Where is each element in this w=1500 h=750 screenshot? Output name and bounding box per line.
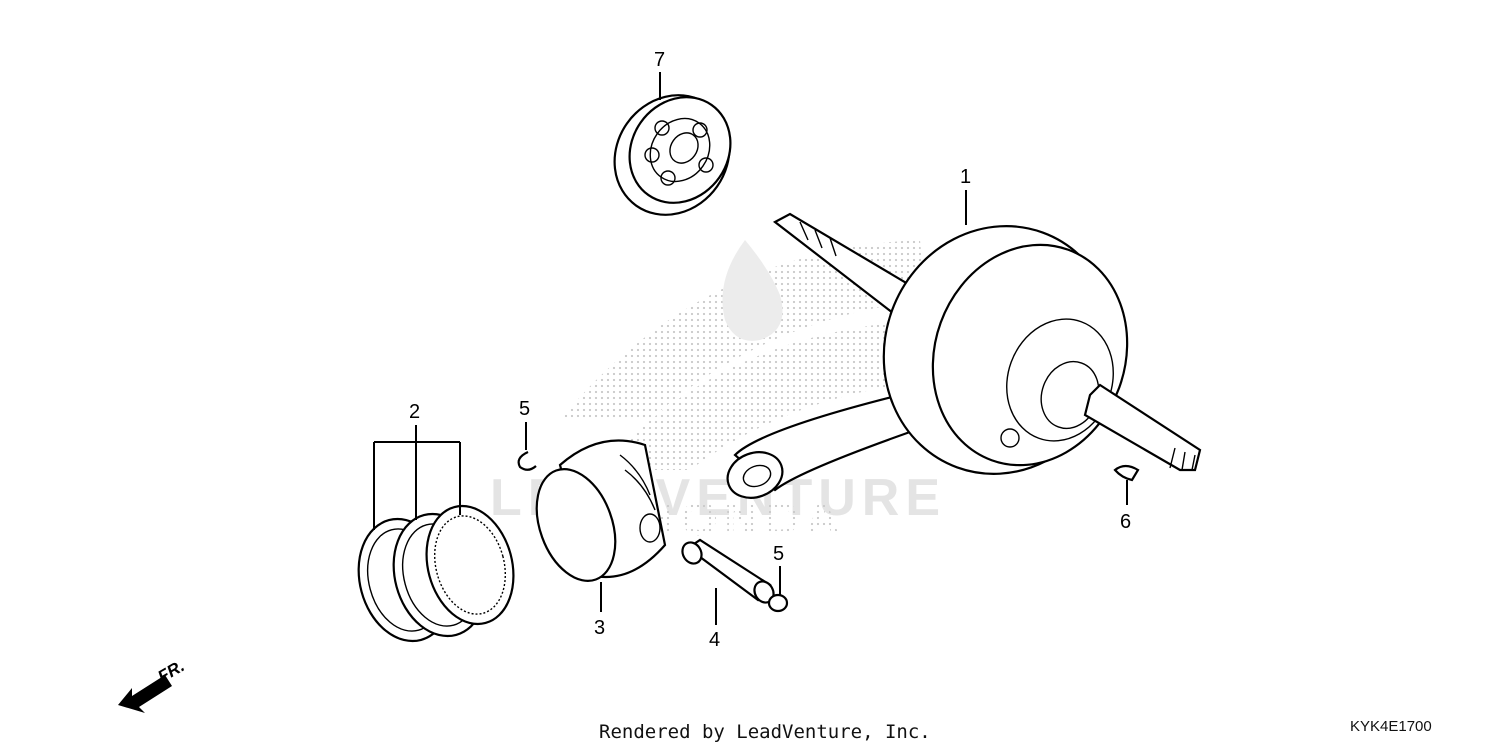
callout-5-upper[interactable]: 5 bbox=[519, 398, 530, 420]
front-arrow-icon bbox=[118, 675, 172, 713]
callout-3[interactable]: 3 bbox=[594, 617, 605, 639]
callout-6[interactable]: 6 bbox=[1120, 511, 1131, 533]
watermark-brand: HONDA bbox=[640, 493, 846, 546]
part-crankshaft[interactable] bbox=[721, 193, 1202, 507]
callout-1[interactable]: 1 bbox=[960, 166, 971, 188]
part-piston-pin-clip-upper[interactable] bbox=[517, 451, 537, 471]
leader-lines bbox=[373, 72, 1128, 625]
callout-4[interactable]: 4 bbox=[709, 629, 720, 651]
callout-5-lower[interactable]: 5 bbox=[773, 543, 784, 565]
watermark-flame-logo bbox=[722, 240, 783, 341]
part-bearing[interactable] bbox=[591, 73, 752, 238]
front-direction-indicator: FR. bbox=[118, 656, 188, 713]
callout-2[interactable]: 2 bbox=[409, 401, 420, 423]
part-piston-ring-set[interactable] bbox=[345, 496, 526, 651]
callout-7[interactable]: 7 bbox=[654, 49, 665, 71]
part-woodruff-key[interactable] bbox=[1113, 464, 1140, 482]
render-credit: Rendered by LeadVenture, Inc. bbox=[599, 721, 931, 743]
callouts: 7 1 2 5 3 4 5 6 bbox=[409, 49, 1131, 651]
part-piston[interactable] bbox=[522, 439, 667, 592]
diagram-code: KYK4E1700 bbox=[1350, 718, 1432, 735]
part-piston-pin-clip-lower[interactable] bbox=[767, 593, 789, 613]
watermark-wing-logo bbox=[560, 240, 935, 470]
part-piston-pin[interactable] bbox=[679, 538, 778, 606]
